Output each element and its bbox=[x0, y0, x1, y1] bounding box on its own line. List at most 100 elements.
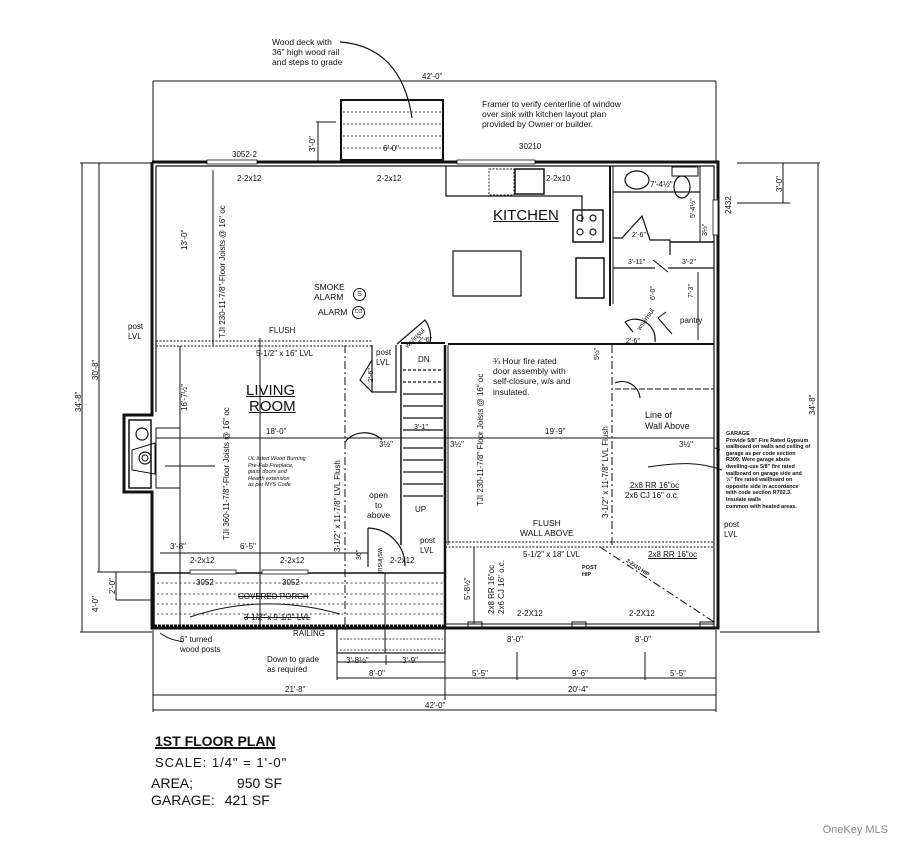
smoke-alarm-line: ALARM bbox=[314, 292, 344, 303]
dim-wall: 3½" bbox=[450, 440, 464, 449]
open-to-above-note: open to above bbox=[367, 490, 390, 521]
fire-door-note-line: ¾ Hour fire rated bbox=[493, 356, 557, 366]
fireplace-note-line: UL listed Wood Burning bbox=[248, 456, 306, 462]
down-to-grade-line: as required bbox=[267, 664, 308, 674]
garage-note-line: dwelling-use 5/8" fire rated bbox=[726, 463, 795, 470]
header-label: 2-2x12 bbox=[190, 556, 215, 565]
post-hip-line: POST bbox=[582, 565, 597, 571]
dim-door: 2'-6" bbox=[418, 337, 432, 344]
flush-wall-above-line: FLUSH bbox=[532, 518, 561, 528]
beam-label-flush-b: 3-1/2" x 11-7/8" LVL Flush bbox=[601, 426, 610, 518]
post-lvl-line: post bbox=[376, 348, 392, 357]
room-label-pantry: pantry bbox=[680, 316, 703, 325]
ws-insul-label-porch: ws/insul bbox=[376, 548, 383, 573]
fireplace-note: UL listed Wood Burning Pre-Fab Fireplace… bbox=[248, 456, 306, 489]
garage-area-label: GARAGE: bbox=[151, 792, 215, 808]
fire-door-note-line: insulated. bbox=[493, 386, 530, 397]
joist-label-living: TJI 360-11-7/8"-Floor Joists @ 16" oc bbox=[222, 407, 231, 540]
dim-stair-misc: 5½" bbox=[594, 347, 601, 360]
dim-door: 2'-6" bbox=[632, 232, 646, 239]
dim-house-left: 21'-8" bbox=[285, 685, 306, 694]
dim-stair-width: 3'-1" bbox=[414, 424, 428, 431]
dim-door-36: 36" bbox=[356, 549, 363, 560]
garage-note-line: Provide 5/8" Fire Rated Gypsum bbox=[726, 437, 809, 444]
dim-deck-depth: 3'-0" bbox=[308, 136, 317, 152]
post-lvl-line: post bbox=[420, 536, 436, 545]
dim-garage-total: 20'-4" bbox=[568, 685, 589, 694]
window-label-2432: 2432 bbox=[724, 196, 733, 214]
room-label-living-2: ROOM bbox=[249, 398, 296, 415]
watermark: OneKey MLS bbox=[822, 824, 888, 836]
dim-hall-a: 3'-11" bbox=[628, 259, 646, 266]
smoke-alarm-line: SMOKE bbox=[314, 282, 345, 292]
garage-note-line: Insulate walls bbox=[726, 496, 762, 503]
dim-garage-seg-c: 5'-5" bbox=[670, 669, 686, 678]
dim-garage-width: 19'-9" bbox=[545, 427, 566, 436]
post-lvl-left: post LVL bbox=[128, 322, 143, 341]
dim-left-porch-sub: 2'-0" bbox=[108, 578, 117, 594]
beam-label-flush-a: 3-1/2" x 11-7/8" LVL Flush bbox=[333, 460, 342, 552]
line-of-wall-note: Line of Wall Above bbox=[645, 410, 690, 432]
dim-living-width: 18'-0" bbox=[266, 427, 287, 436]
header-label: 2-2x12 bbox=[237, 174, 262, 183]
header-label: 2-2x12 bbox=[280, 556, 305, 565]
deck-note-line: Wood deck with bbox=[272, 37, 332, 47]
dim-door: 2'-6" bbox=[368, 368, 375, 382]
dim-steps-b: 3'-9" bbox=[402, 656, 418, 665]
post-lvl-line: LVL bbox=[724, 529, 738, 539]
flush-wall-above-note: FLUSH WALL ABOVE bbox=[520, 518, 574, 538]
railing-label: RAILING bbox=[293, 629, 326, 638]
window-label-3052-2: 3052-2 bbox=[232, 150, 257, 159]
area-row: AREA; 950 SF bbox=[151, 775, 282, 791]
framer-note: Framer to verify centerline of window ov… bbox=[482, 99, 621, 130]
dim-pantry-depth: 7'-3" bbox=[688, 284, 695, 298]
dim-hall-b: 3'-2" bbox=[682, 259, 696, 266]
open-to-above-line: above bbox=[367, 510, 391, 521]
dim-garage-door-b: 8'-0" bbox=[635, 635, 651, 644]
room-label-living: LIVING bbox=[246, 382, 296, 399]
garage-header-label: 2-2X12 bbox=[629, 609, 655, 618]
fire-door-note-line: self-closure, w/s and bbox=[493, 376, 571, 387]
dim-door: 2'-6" bbox=[626, 338, 640, 345]
garage-area-value: 421 SF bbox=[224, 792, 270, 808]
post-lvl-stair: post LVL bbox=[376, 348, 391, 367]
open-to-above-line: open bbox=[369, 490, 389, 500]
rafter-label: 2x8 RR 16"oc bbox=[630, 481, 680, 490]
rafter-label: 2x8 RR 16"oc bbox=[648, 550, 698, 559]
dim-deck-width: 6'-0" bbox=[383, 144, 399, 153]
garage-note-line: wallboard on walls and ceiling of bbox=[726, 444, 811, 451]
turned-posts-line: 6" turned bbox=[180, 635, 213, 644]
fire-door-note-line: door assembly with bbox=[493, 366, 566, 377]
deck-note: Wood deck with 36" high wood rail and st… bbox=[272, 37, 342, 68]
dim-fireplace-b: 6'-5" bbox=[240, 542, 256, 551]
dim-overall-top: 42'-0" bbox=[422, 72, 443, 81]
fireplace-note-line: as per NYS Code bbox=[248, 482, 291, 489]
dim-overall-bottom: 42'-0" bbox=[425, 701, 446, 710]
garage-note: GARAGE Provide 5/8" Fire Rated Gypsum wa… bbox=[726, 431, 810, 510]
rafter-label: 2x8 RR 16"oc bbox=[487, 564, 496, 614]
garage-note-line: with code section R702.3. bbox=[726, 490, 792, 497]
down-to-grade-note: Down to grade as required bbox=[267, 655, 319, 674]
dim-steps-total: 8'-0" bbox=[369, 669, 385, 678]
dim-bath-depth: 5'-4½" bbox=[690, 198, 697, 218]
open-to-above-line: to bbox=[375, 500, 383, 511]
framer-note-line: over sink with kitchen layout plan bbox=[482, 109, 607, 120]
joist-label-mid: TJI 230-11-7/8" Floor Joists @ 16" oc bbox=[476, 373, 485, 506]
garage-note-line: common with heated areas. bbox=[726, 503, 797, 510]
dim-bath-width: 7'-4½" bbox=[650, 180, 673, 189]
line-of-wall-line: Wall Above bbox=[645, 420, 690, 431]
dim-kitchen-depth: 13'-0" bbox=[180, 229, 189, 250]
turned-posts-note: 6" turned wood posts bbox=[180, 635, 220, 654]
post-lvl-line: post bbox=[128, 322, 144, 331]
post-lvl-line: post bbox=[724, 520, 740, 529]
dim-garage-door-a: 8'-0" bbox=[507, 635, 523, 644]
dim-garage-seg-b: 9'-6" bbox=[572, 669, 588, 678]
garage-note-line: GARAGE bbox=[726, 431, 750, 437]
fireplace-note-line: glass doors and bbox=[248, 469, 287, 476]
line-of-wall-line: Line of bbox=[645, 410, 673, 420]
dim-right-overall: 34'-8" bbox=[808, 394, 817, 415]
post-lvl-right: post LVL bbox=[724, 520, 739, 539]
dim-right-window: 3'-0" bbox=[775, 176, 784, 192]
plan-scale: SCALE: 1/4" = 1'-0" bbox=[155, 755, 288, 770]
